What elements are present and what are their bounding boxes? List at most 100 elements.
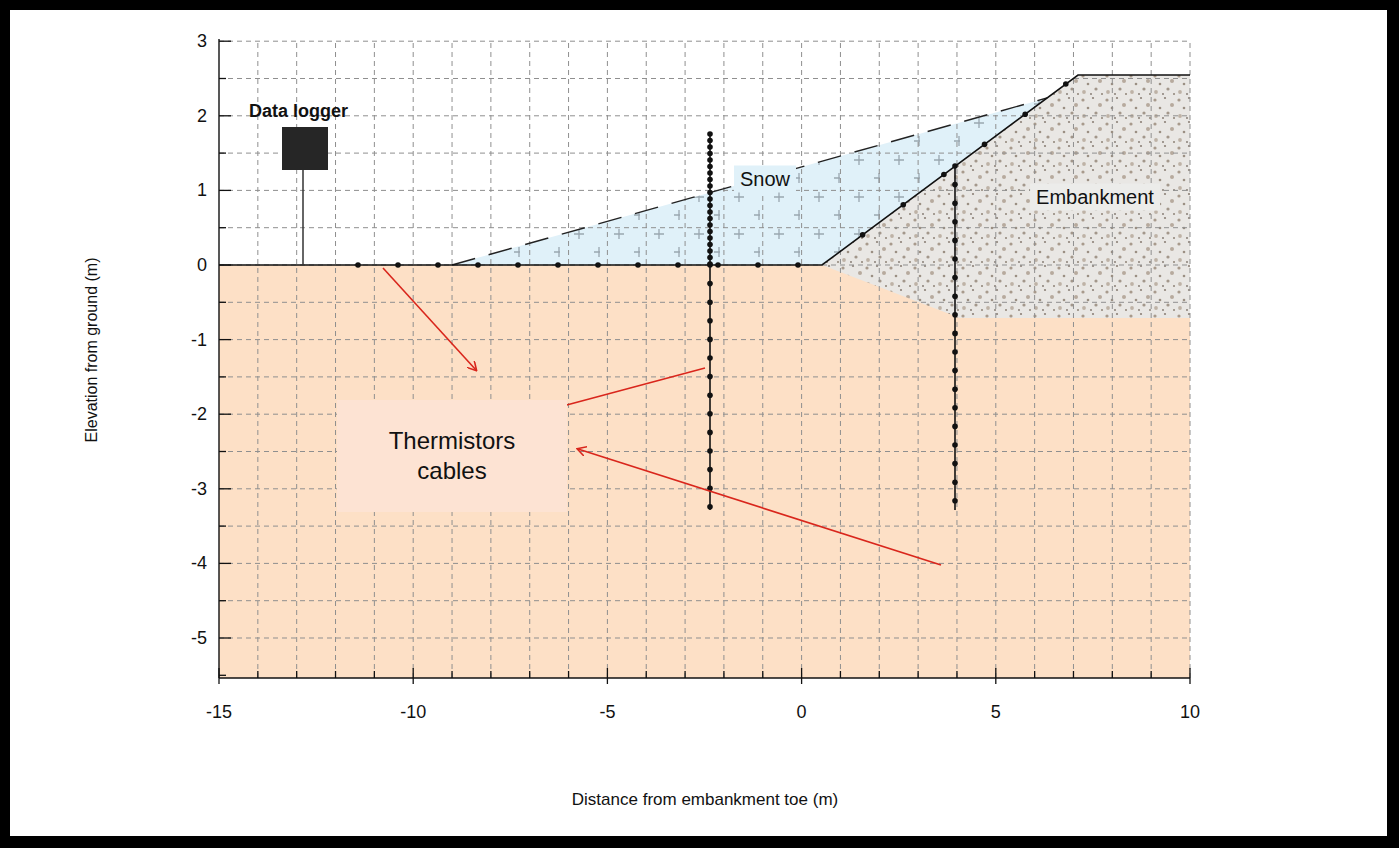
- thermistor-bead: [515, 262, 521, 268]
- y-tick: [219, 675, 226, 676]
- thermistor-bead: [707, 374, 713, 380]
- grid-line: [568, 43, 569, 678]
- thermistor-bead: [707, 281, 713, 287]
- grid-line: [685, 43, 686, 678]
- logger-post: [302, 168, 304, 265]
- y-tick: [219, 41, 231, 42]
- thermistor-bead: [707, 229, 713, 235]
- x-tick: [296, 671, 297, 678]
- thermistor-bead: [707, 355, 713, 361]
- thermistor-bead: [675, 262, 681, 268]
- thermistor-bead: [952, 479, 958, 485]
- thermistor-bead: [707, 262, 713, 268]
- thermistor-bead: [952, 442, 958, 448]
- thermistor-bead: [707, 196, 713, 202]
- axis-ticks: [219, 41, 1190, 684]
- thermistor-bead: [952, 386, 958, 392]
- grid-line: [219, 339, 1190, 340]
- thermistor-bead: [707, 242, 713, 248]
- y-tick: [219, 339, 231, 340]
- grid-line: [840, 43, 841, 678]
- y-tick: [219, 525, 226, 526]
- grid-line: [918, 43, 919, 678]
- grid-line: [1112, 43, 1113, 678]
- axis-title: Distance from embankment toe (m): [572, 790, 838, 810]
- thermistor-bead: [707, 144, 713, 150]
- grid-line: [1151, 43, 1152, 678]
- axis-title: Elevation from ground (m): [83, 258, 101, 443]
- x-tick: [218, 668, 219, 684]
- ground-surface: [219, 75, 1190, 265]
- grid-line: [995, 43, 996, 678]
- grid-line: [452, 43, 453, 678]
- grid-line: [257, 43, 258, 678]
- thermistor-bead: [952, 275, 958, 281]
- x-tick: [995, 668, 996, 684]
- grid-line: [607, 43, 608, 678]
- thermistor-bead: [952, 256, 958, 262]
- y-tick: [219, 376, 226, 377]
- y-tick-label: 1: [197, 180, 207, 201]
- thermistor-bead: [707, 131, 713, 137]
- x-tick: [335, 671, 336, 678]
- grid-line: [219, 115, 1190, 116]
- y-tick: [219, 637, 231, 638]
- y-tick: [219, 227, 226, 228]
- thermistor-bead: [707, 392, 713, 398]
- thermistor-bead: [982, 142, 988, 148]
- thermistor-bead: [952, 461, 958, 467]
- grid-line: [413, 43, 414, 678]
- region-label: Snow: [734, 166, 796, 193]
- grid-line: [219, 563, 1190, 564]
- y-axis: [218, 39, 219, 678]
- thermistor-bead: [707, 203, 713, 209]
- x-tick-label: -15: [206, 702, 232, 723]
- thermistor-bead: [707, 248, 713, 254]
- x-tick: [1189, 668, 1190, 684]
- ground-fill: [219, 265, 1190, 678]
- y-tick: [219, 264, 231, 265]
- callout-text: Thermistors cables: [359, 426, 545, 486]
- thermistor-bead: [707, 255, 713, 261]
- y-tick-label: -4: [191, 553, 207, 574]
- thermistor-bead: [952, 293, 958, 299]
- thermistor-bead: [860, 232, 866, 238]
- y-tick-label: -3: [191, 478, 207, 499]
- y-tick: [219, 451, 226, 452]
- thermistor-bead: [707, 170, 713, 176]
- leader-arrow: [548, 368, 705, 410]
- grid-line: [219, 41, 1190, 42]
- thermistor-bead: [707, 337, 713, 343]
- x-axis: [219, 677, 1190, 678]
- thermistor-bead: [707, 177, 713, 183]
- thermistor-bead: [555, 262, 561, 268]
- grid-line: [219, 78, 1190, 79]
- thermistor-bead: [707, 411, 713, 417]
- x-tick: [568, 671, 569, 678]
- thermistor-bead: [952, 219, 958, 225]
- x-tick: [917, 671, 918, 678]
- grid-line: [219, 376, 1190, 377]
- grid-line: [646, 43, 647, 678]
- thermistor-bead: [952, 331, 958, 337]
- x-tick: [451, 671, 452, 678]
- thermistor-bead: [952, 200, 958, 206]
- y-tick: [219, 563, 231, 564]
- grid-line: [219, 153, 1190, 154]
- thermistor-bead: [707, 448, 713, 454]
- y-tick: [219, 78, 226, 79]
- x-tick: [840, 671, 841, 678]
- y-tick: [219, 190, 231, 191]
- thermistor-bead: [707, 222, 713, 228]
- callout-box: Thermistors cables: [337, 400, 567, 512]
- grid-line: [219, 600, 1190, 601]
- x-tick: [490, 671, 491, 678]
- device-label: Data logger: [249, 101, 348, 122]
- thermistor-bead: [952, 368, 958, 374]
- thermistor-bead: [707, 151, 713, 157]
- x-tick: [529, 671, 530, 678]
- thermistor-bead: [952, 405, 958, 411]
- thermistor-cable: [954, 166, 956, 510]
- x-tick: [646, 671, 647, 678]
